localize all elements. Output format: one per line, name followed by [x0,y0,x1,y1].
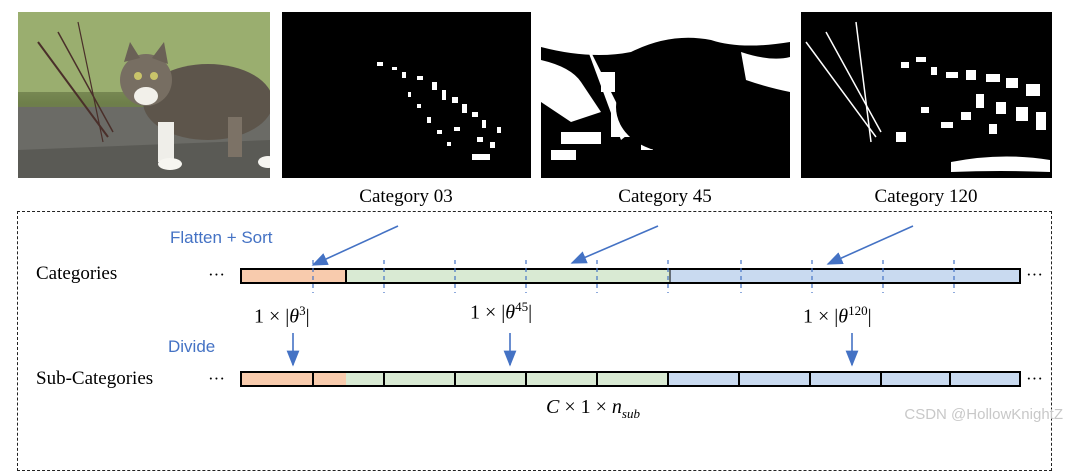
caption-category-03: Category 03 [359,186,453,207]
categories-ellipsis-right: ··· [1026,265,1043,284]
categories-label: Categories [36,263,118,284]
flatten-sort-label: Flatten + Sort [170,228,273,247]
sub-segment-orange [241,372,346,386]
categories-ellipsis-left: ··· [208,265,225,284]
watermark: CSDN @HollowKnightZ [904,406,1063,423]
arrow-cat03 [311,225,399,266]
sub-categories-label: Sub-Categories [36,368,154,389]
cat-photo [18,12,270,178]
sub-categories-ellipsis-left: ··· [208,369,225,388]
categories-segment-blue [670,269,1020,283]
sub-categories-ellipsis-right: ··· [1026,369,1043,388]
caption-category-45: Category 45 [618,186,712,207]
sub-categories-bar [240,371,1021,387]
categories-segment-orange [241,269,346,283]
theta45-label: 1 × |θ45| [470,299,533,324]
bottom-formula: C × 1 × nsub [546,396,640,421]
arrow-cat45 [570,225,659,264]
sub-segment-blue [668,372,1020,386]
categories-bar [240,260,1021,293]
diagram-bars [240,225,1021,387]
caption-category-120: Category 120 [874,186,978,207]
category-120-mask [801,12,1052,178]
category-45-mask [541,12,790,178]
theta3-label: 1 × |θ3| [254,303,310,328]
theta120-label: 1 × |θ120| [803,303,872,328]
divide-label: Divide [168,337,216,356]
categories-segment-green [346,269,670,283]
sub-segment-green [346,372,668,386]
category-03-mask [282,12,531,178]
arrow-cat120 [826,225,914,265]
